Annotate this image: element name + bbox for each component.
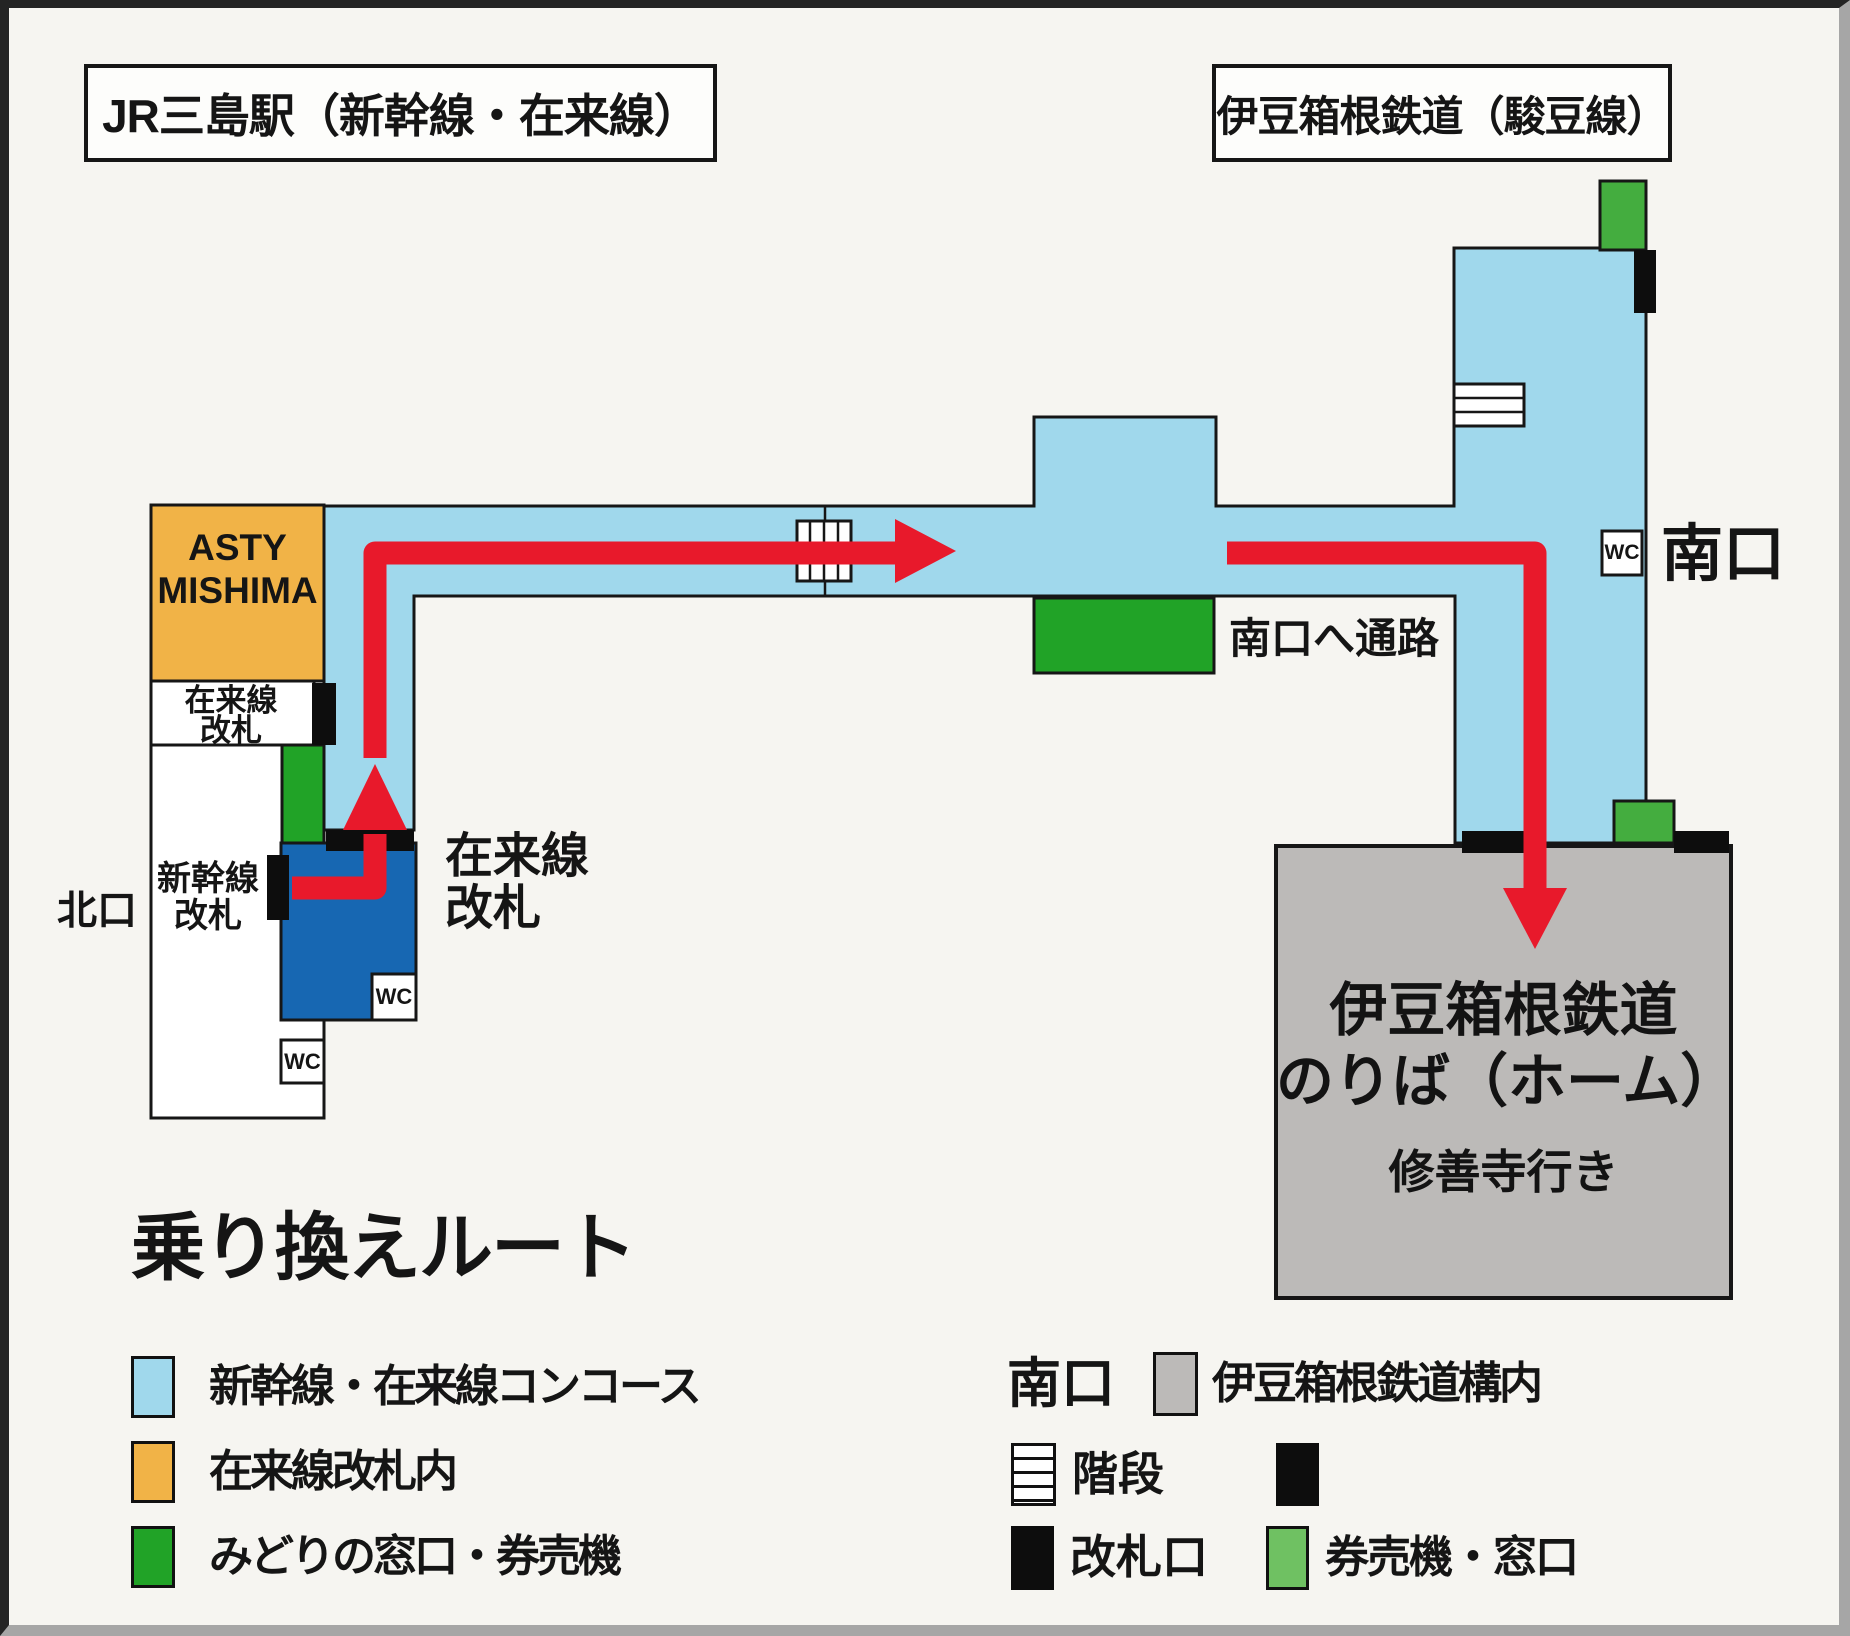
ticket-gate-swatch: [1011, 1526, 1054, 1590]
legend-row-concourse: 新幹線・在来線コンコース: [131, 1356, 702, 1418]
wc-label-north: WC: [284, 1048, 321, 1074]
south-exit-label: 南口: [1661, 520, 1786, 589]
route-arrow-corridor-head: [895, 519, 956, 583]
izuhakone-platform-area: [1274, 844, 1733, 1300]
midori-window-block-corridor: [1032, 596, 1216, 675]
platform-line2: のりば（ホーム）: [1276, 1049, 1739, 1114]
legend-label-midori: みどりの窓口・券売機: [209, 1532, 622, 1582]
concourse-swatch: [131, 1356, 175, 1418]
shinkansen-gate-label: 新幹線 改札: [149, 861, 267, 935]
jr-paid-area-swatch: [131, 1441, 175, 1503]
platform-line3: 修善寺行き: [1388, 1146, 1619, 1198]
station-map-canvas: [149, 179, 1733, 1300]
route-arrow-corridor-shaft: [363, 541, 895, 758]
route-arrow-platform-shaft: [1227, 541, 1547, 892]
zairaisen-gate-label: 在来線 改札: [151, 683, 311, 748]
wc-box-north: [279, 1038, 326, 1085]
gate-bar-izuhakone-east: [1674, 831, 1729, 853]
zairaisen-big-line2: 改札: [445, 882, 542, 935]
legend-row-gates: 改札口 券売機・窓口: [1011, 1526, 1579, 1590]
ticket-machine-swatch: [1266, 1526, 1309, 1590]
zairaisen-gate-big-label: 在来線 改札: [445, 831, 589, 935]
legend-row-jr-paid: 在来線改札内: [131, 1441, 458, 1503]
wc-label-shinkansen: WC: [375, 984, 413, 1009]
south-exit-passage-label: 南口へ通路: [1229, 615, 1440, 662]
midori-window-block-west: [280, 743, 326, 845]
legend-label-izuhakone-area: 伊豆箱根鉄道構内: [1212, 1359, 1543, 1409]
legend-south-exit-text: 南口: [1007, 1353, 1115, 1414]
zairaisen-gate-line2: 改札: [200, 713, 262, 748]
shinkansen-gate-line1: 新幹線: [157, 860, 259, 898]
asty-line2: MISHIMA: [157, 570, 318, 611]
legend-heading: 乗り換えルート: [131, 1206, 637, 1289]
north-exit-label: 北口: [57, 889, 137, 933]
asty-line1: ASTY: [188, 527, 287, 568]
legend-label-jr-paid: 在来線改札内: [209, 1447, 458, 1497]
asty-mishima-label: ASTY MISHIMA: [151, 526, 324, 612]
legend-label-ticket-gate: 改札口: [1070, 1531, 1208, 1584]
gate-bar-zairaisen-upper: [312, 683, 336, 745]
izuhakone-ticket-block-north: [1598, 179, 1648, 252]
transfer-route-arrows: [292, 519, 1567, 949]
gate-bar-izuhakone-north: [1634, 250, 1656, 313]
zairaisen-gate-box: [149, 679, 316, 747]
legend-label-stairs: 階段: [1072, 1447, 1164, 1500]
stairs-swatch: [1011, 1443, 1056, 1506]
zairaisen-gate-line1: 在来線: [184, 683, 278, 718]
izuhakone-ticket-block-south: [1612, 799, 1676, 845]
legend-row-midori: みどりの窓口・券売機: [131, 1526, 622, 1588]
title-jr-station: JR三島駅（新幹線・在来線）: [84, 64, 717, 162]
wc-box-south: [1600, 529, 1644, 577]
route-arrow-platform-head: [1503, 888, 1567, 949]
legend-row-stairs: 階段: [1011, 1443, 1319, 1506]
wc-box-shinkansen: [370, 972, 418, 1022]
shinkansen-gate-line2: 改札: [174, 897, 242, 935]
gate-black-swatch: [1276, 1443, 1319, 1506]
legend-label-concourse: 新幹線・在来線コンコース: [209, 1362, 702, 1412]
wc-label-south: WC: [1604, 541, 1640, 564]
route-arrow-shinkansen-shaft: [292, 834, 387, 900]
izuhakone-area-swatch: [1153, 1352, 1198, 1416]
title-izuhakone: 伊豆箱根鉄道（駿豆線）: [1212, 64, 1672, 162]
legend-label-ticket-machine: 券売機・窓口: [1325, 1533, 1579, 1583]
gate-bar-shinkansen: [267, 855, 289, 920]
zairaisen-big-line1: 在来線: [445, 830, 590, 883]
legend-row-izuhakone-area: 南口 伊豆箱根鉄道構内: [1007, 1352, 1543, 1416]
platform-label: 伊豆箱根鉄道 のりば（ホーム） 修善寺行き: [1276, 976, 1739, 1198]
platform-line1: 伊豆箱根鉄道: [1329, 978, 1678, 1043]
route-arrow-shinkansen-head: [343, 764, 407, 830]
gate-bar-izuhakone-west: [1462, 831, 1526, 853]
midori-window-swatch: [131, 1526, 175, 1588]
stairs-icon-south-concourse: [1452, 382, 1526, 428]
